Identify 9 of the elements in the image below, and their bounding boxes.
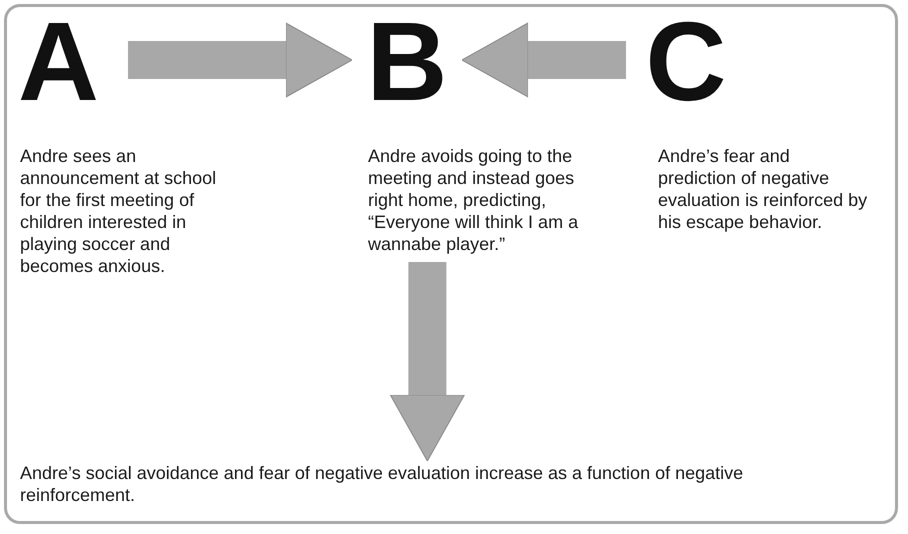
description-text: Andre sees an announcement at school for the first meeting of children interested in playing soccer and becomes anxious. — [20, 146, 235, 278]
block-arrow — [390, 262, 465, 462]
description-text: Andre avoids going to the meeting and instead goes right home, predicting, “Everyone will think I am a wannabe player.” — [368, 146, 580, 256]
step-letter: B — [352, 14, 462, 110]
description-text: Andre’s fear and prediction of negative evaluation is reinforced by his escape behavior. — [658, 146, 868, 234]
block-arrow — [462, 22, 626, 98]
step-letter: C — [626, 14, 746, 110]
step-letter: A — [18, 14, 128, 110]
description-text: Andre’s social avoidance and fear of negative evaluation increase as a function of negative reinforcement. — [20, 463, 840, 507]
